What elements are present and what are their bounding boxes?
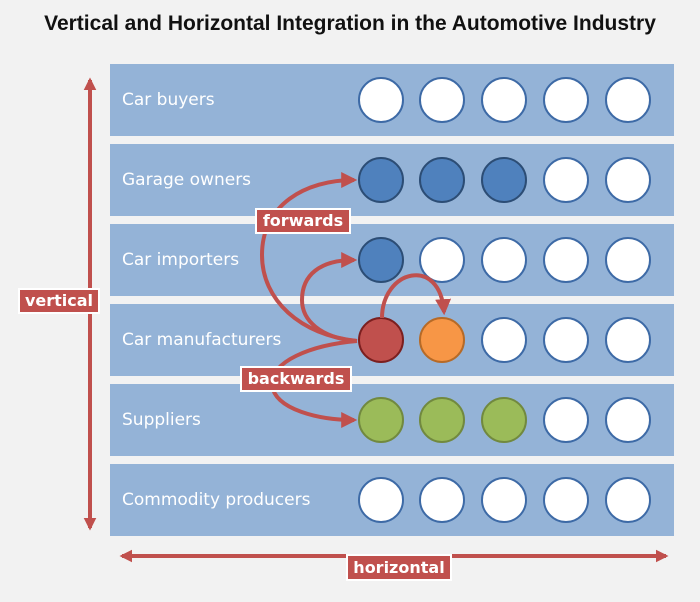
forward-arrow-garage — [259, 172, 358, 343]
company-circle-green — [358, 397, 404, 443]
row-label: Suppliers — [122, 410, 201, 430]
vertical-label: vertical — [18, 288, 100, 314]
row-label: Garage owners — [122, 170, 252, 190]
row-label: Car importers — [122, 250, 240, 270]
company-circle-white — [419, 237, 465, 283]
company-circle-blue — [419, 157, 465, 203]
company-circle-green — [481, 397, 527, 443]
row-label: Car buyers — [122, 90, 215, 110]
forwards-label: forwards — [255, 208, 351, 234]
company-circle-white — [419, 477, 465, 523]
company-circle-blue — [358, 237, 404, 283]
company-circle-white — [481, 477, 527, 523]
company-circle-white — [605, 237, 651, 283]
horizontal-label: horizontal — [346, 554, 452, 581]
company-circle-white — [543, 157, 589, 203]
company-circle-white — [481, 317, 527, 363]
horizontal-arrow-manufacturers — [380, 273, 452, 319]
company-circle-white — [358, 477, 404, 523]
row-label: Commodity producers — [122, 490, 311, 510]
backwards-label: backwards — [240, 366, 352, 392]
company-circle-white — [605, 77, 651, 123]
company-circle-orange — [419, 317, 465, 363]
company-circle-white — [605, 477, 651, 523]
row-label: Car manufacturers — [122, 330, 282, 350]
company-circle-white — [543, 477, 589, 523]
company-circle-white — [481, 237, 527, 283]
company-circle-white — [543, 77, 589, 123]
company-circle-white — [605, 157, 651, 203]
company-circle-white — [481, 77, 527, 123]
diagram-title: Vertical and Horizontal Integration in t… — [44, 12, 656, 35]
company-circle-white — [605, 317, 651, 363]
company-circle-white — [543, 397, 589, 443]
company-circle-white — [358, 77, 404, 123]
company-circle-white — [605, 397, 651, 443]
forward-arrow-importers — [299, 252, 358, 343]
company-circle-blue — [481, 157, 527, 203]
company-circle-white — [543, 317, 589, 363]
company-circle-blue — [358, 157, 404, 203]
company-circle-white — [419, 77, 465, 123]
company-circle-white — [543, 237, 589, 283]
company-circle-green — [419, 397, 465, 443]
